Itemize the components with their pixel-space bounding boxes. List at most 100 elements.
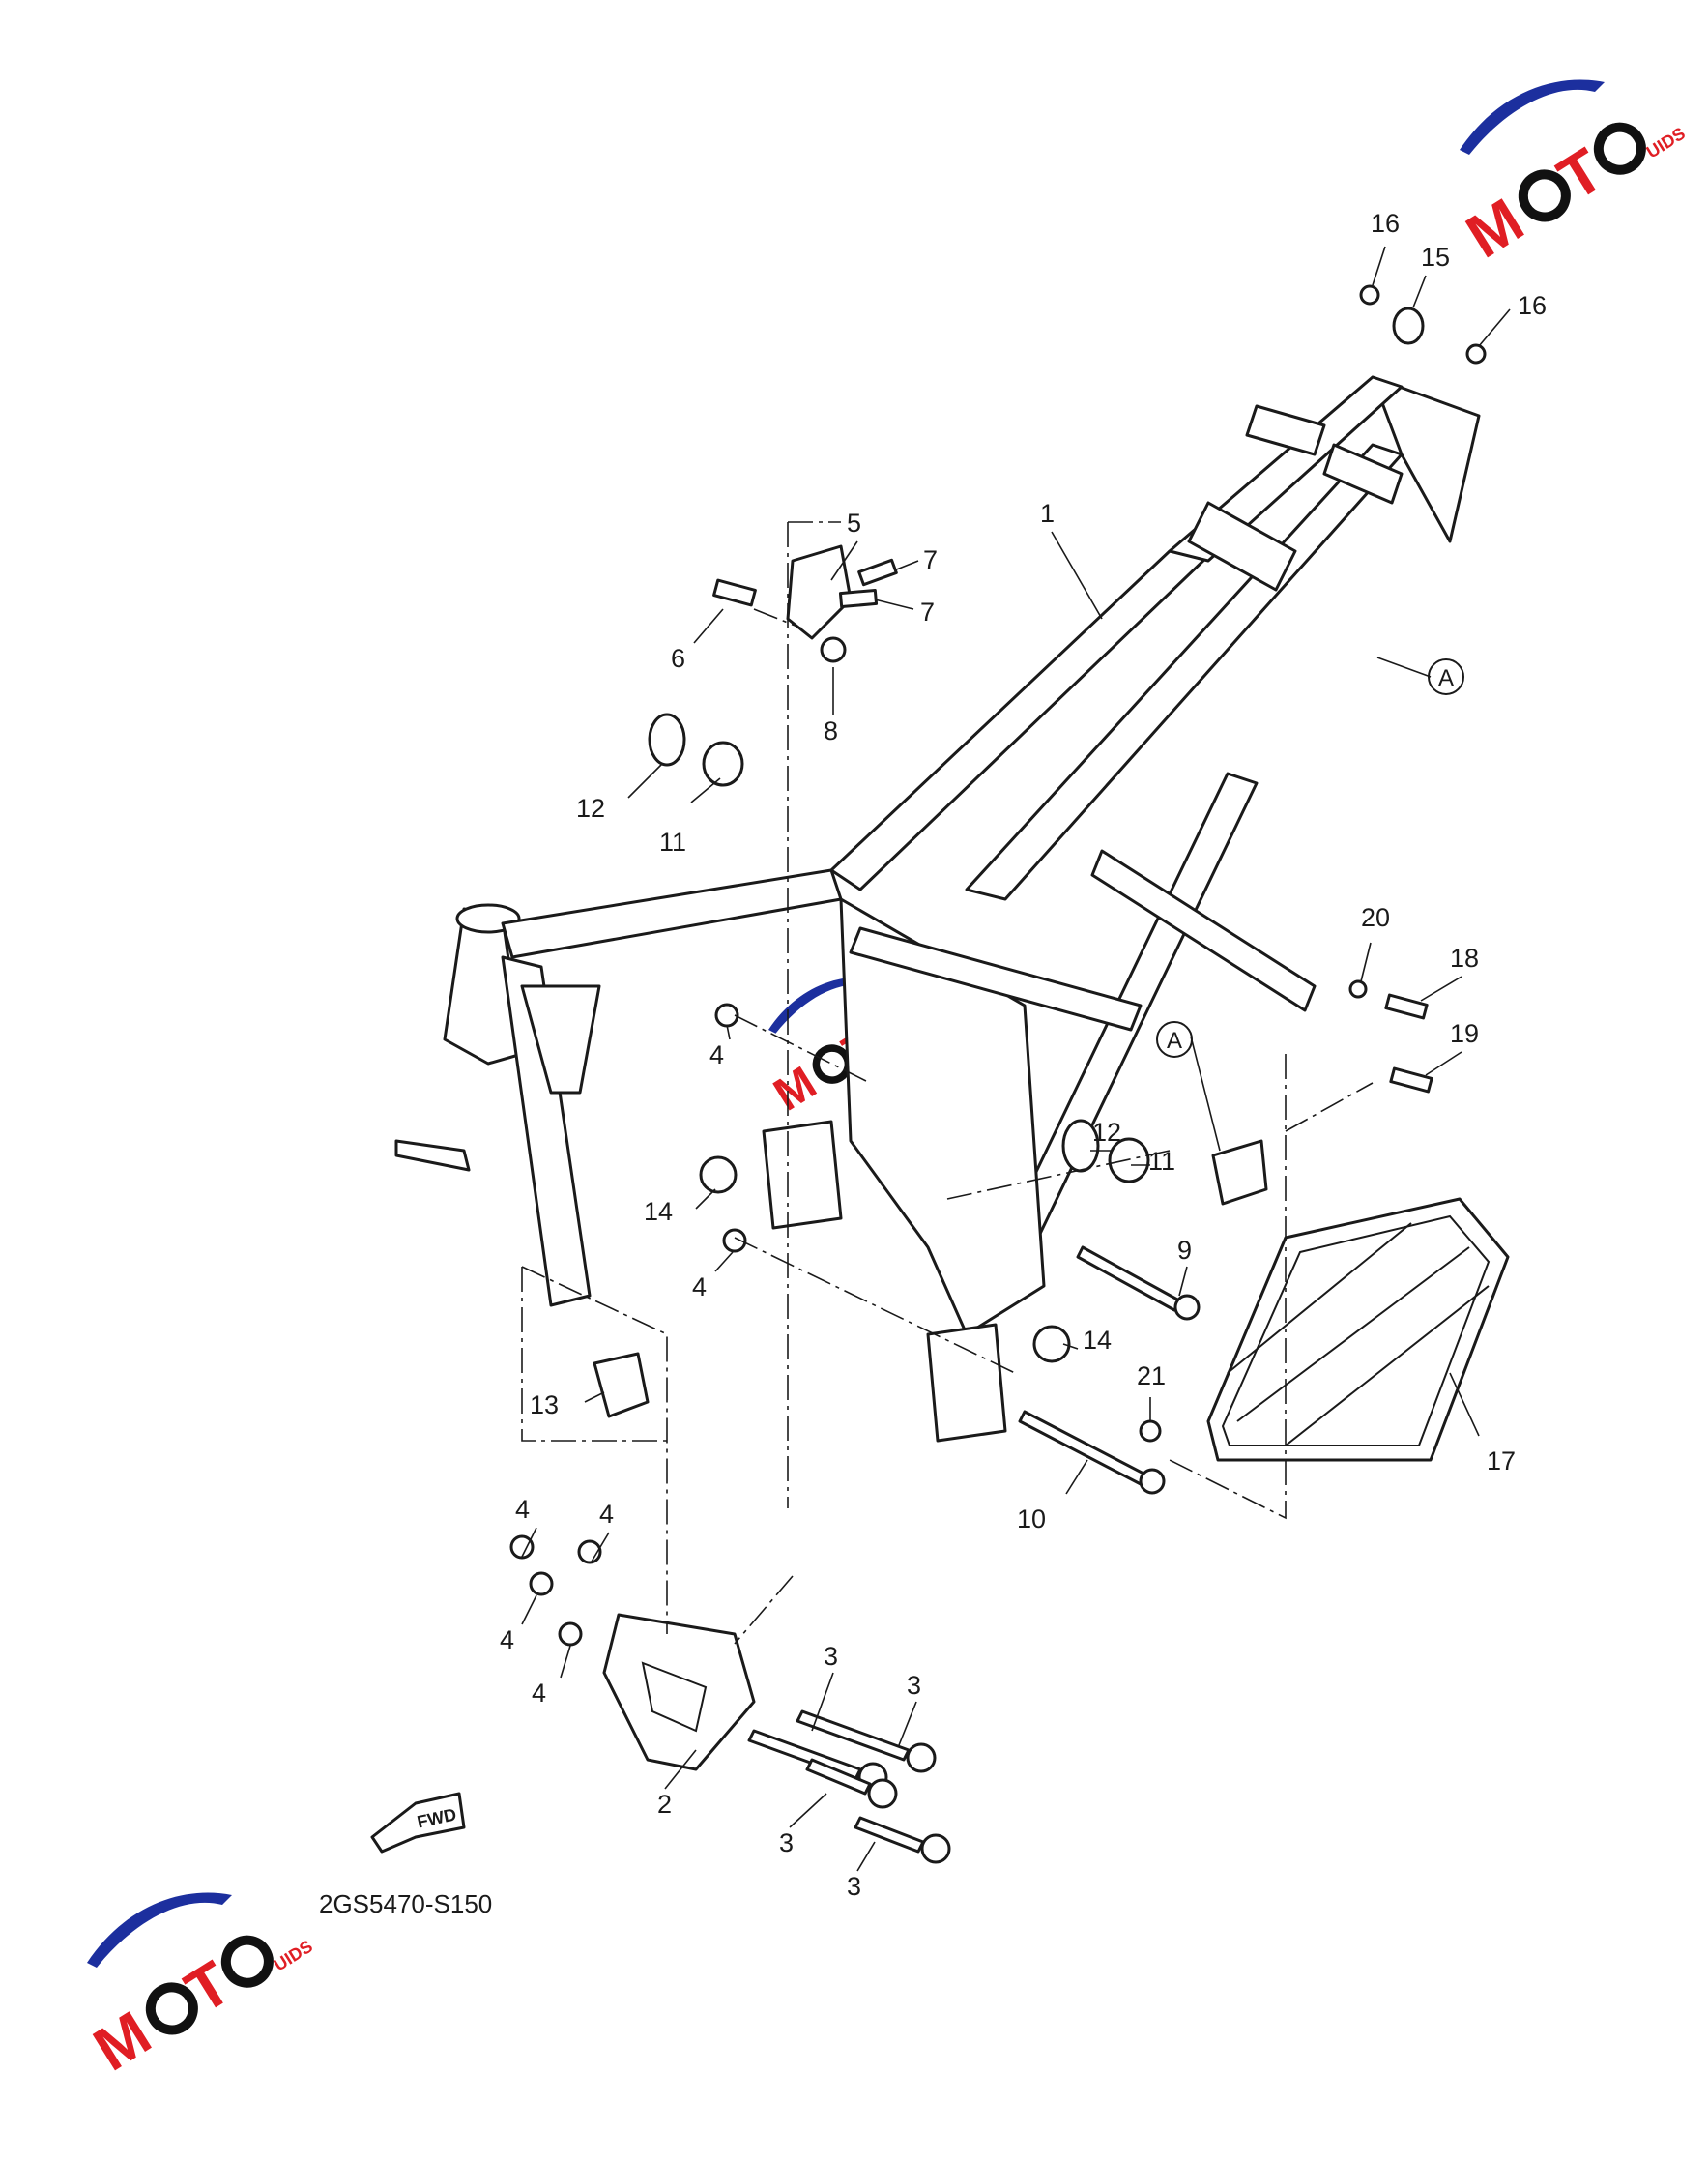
bolt-7b [838,588,879,609]
ref-a-letter: A [1167,1028,1182,1054]
bracket-2-slot [641,1661,708,1733]
washer-4c [509,1534,535,1560]
cap-16b [1465,343,1487,365]
bolt-10-head [1139,1468,1166,1495]
bolt-3a-head [906,1742,937,1773]
bolt-3c-head [867,1778,898,1809]
bushing-11b [1108,1137,1150,1183]
seat-bracket-b [1322,443,1404,505]
guard-rib-1 [1227,1222,1412,1374]
callout-20: 20 [1361,903,1390,932]
front-gusset [520,984,601,1095]
callout-3b: 3 [907,1671,921,1700]
washer-21 [1139,1419,1162,1443]
swoosh-icon [1460,79,1605,155]
callout-4e: 4 [500,1625,514,1654]
callout-4a: 4 [709,1040,724,1069]
washer-4e [529,1571,554,1596]
callout-16b: 16 [1518,291,1547,320]
callout-1: 1 [1040,499,1055,528]
callout-3d: 3 [847,1872,861,1901]
watermark-logo-bottom-left: M T UIDS [82,1892,316,2084]
callout-4c: 4 [515,1495,530,1524]
bolt-3a [796,1709,911,1762]
leader-lines [521,246,1511,1872]
callout-5: 5 [847,509,861,538]
callout-7a: 7 [923,545,938,574]
swoosh-icon [87,1892,232,1968]
bolt-9 [1076,1245,1181,1312]
callout-13: 13 [530,1390,559,1419]
callout-4d: 4 [599,1500,614,1529]
bolt-9-head [1173,1294,1201,1321]
collar-12b [1061,1119,1100,1173]
callout-4b: 4 [692,1272,707,1301]
callout-14a: 14 [644,1197,673,1226]
gear-icon [220,1935,274,1988]
upper-crosstube [849,926,1143,1032]
nut-14b [1032,1325,1071,1363]
nut-14a [699,1155,738,1194]
front-downtube [501,955,592,1307]
seat-bracket-a [1187,501,1297,592]
reference-lines [521,521,1374,1645]
seat-rail-right [965,443,1404,901]
seat-bracket-c [1245,404,1326,456]
callout-2: 2 [657,1790,672,1819]
bracket-2 [602,1613,756,1771]
washer-4a [714,1003,739,1028]
guard-rib-3 [1285,1285,1490,1446]
callout-3c: 3 [779,1828,794,1857]
callouts: 1 2 3 3 3 3 4 4 4 4 4 4 5 6 7 7 8 9 10 1… [500,209,1547,1901]
ref-a-top: A [1428,658,1464,695]
gear-icon [1593,122,1646,175]
bolt-3c [805,1758,872,1796]
ref-a-bottom: A [1156,1021,1193,1058]
bolt-6 [712,578,757,607]
mount-13 [593,1352,650,1418]
washer-20 [1348,979,1368,999]
callout-6: 6 [671,644,685,673]
bolt-3d-head [920,1833,951,1864]
gear-icon [1518,169,1571,222]
guard-17 [1206,1197,1510,1462]
bolt-10 [1018,1410,1147,1486]
forward-arrow-icon: FWD [370,1792,466,1854]
lower-bracket-assembly [602,1613,951,1864]
stopper-15 [1392,307,1425,345]
callout-3a: 3 [824,1642,838,1671]
rear-loop [1371,375,1481,543]
diagonal-brace [1090,849,1317,1012]
callout-15: 15 [1421,243,1450,272]
main-frame [394,375,1481,1443]
diagram-code: 2GS5470-S150 [319,1889,492,1918]
bolt-19 [1389,1066,1433,1094]
nut-8 [820,636,847,663]
cap-16a [1359,284,1380,306]
ref-a-letter: A [1438,665,1454,691]
washer-4b [722,1228,747,1253]
callout-16a: 16 [1371,209,1400,238]
callout-4f: 4 [532,1679,546,1708]
callout-11a: 11 [659,828,686,857]
bracket-a-detail [1211,1139,1268,1206]
callout-11b: 11 [1148,1147,1175,1176]
engine-mount-bracket [762,1120,843,1230]
callout-8: 8 [824,716,838,745]
upper-main-tube [501,868,843,959]
callout-9: 9 [1177,1236,1192,1265]
callout-18: 18 [1450,944,1479,973]
gear-icon [812,1044,853,1084]
collar-12a [648,713,686,767]
callout-12b: 12 [1092,1118,1121,1147]
callout-12a: 12 [576,794,605,823]
callout-19: 19 [1450,1019,1479,1048]
pivot-lower-plate [926,1323,1007,1443]
callout-14b: 14 [1083,1326,1112,1355]
logo-suffix: UIDS [1643,124,1689,162]
callout-21: 21 [1137,1361,1166,1390]
callout-17: 17 [1487,1446,1516,1475]
guard-inner [1221,1214,1491,1446]
bolt-7a [857,558,898,587]
